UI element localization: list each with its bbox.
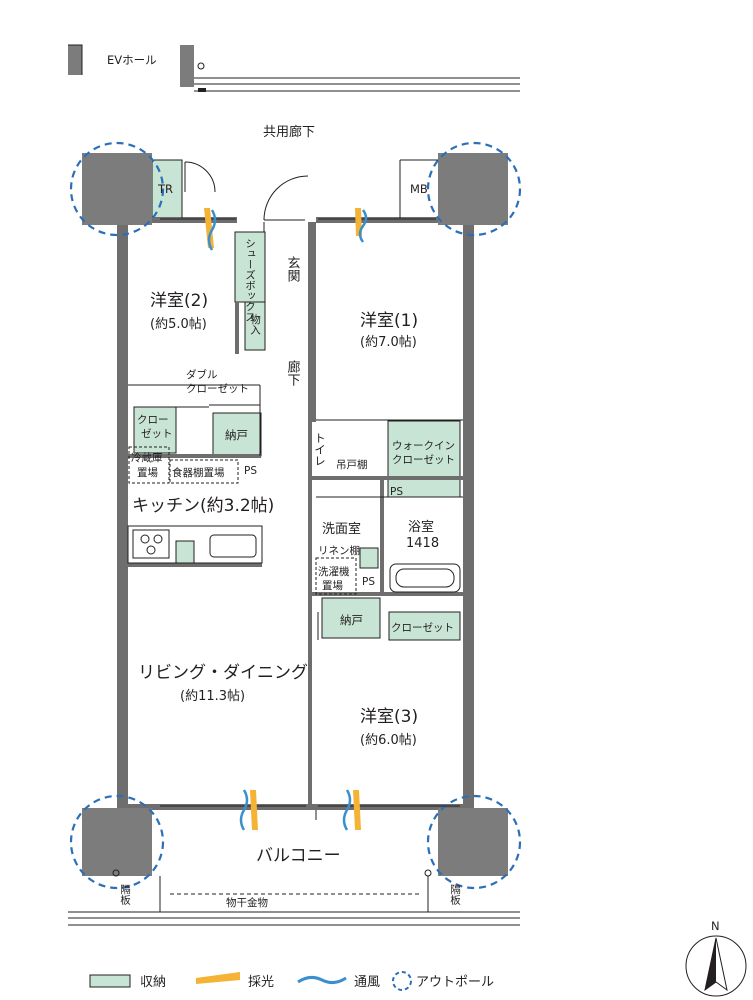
- nando-2-label: 納戸: [340, 613, 363, 627]
- western-room-3-size: (約6.0帖): [360, 733, 417, 748]
- balcony-label: バルコニー: [256, 846, 341, 866]
- fridge-line1: 冷蔵庫: [131, 451, 163, 464]
- north-compass: [685, 935, 747, 997]
- balcony-rails: [68, 869, 520, 926]
- entrance-door: [263, 175, 309, 232]
- closet-b-label: クローゼット: [391, 622, 454, 634]
- legend: [89, 971, 412, 991]
- legend-ventilation-label: 通風: [354, 975, 380, 990]
- partition-right-label: 隔板: [449, 884, 461, 906]
- legend-outpole-label: アウトポール: [416, 975, 494, 990]
- shoe-box-label: シューズボックス: [244, 238, 256, 322]
- washer-line1: 洗濯機: [318, 565, 350, 578]
- ps-lower-label: PS: [362, 576, 375, 588]
- washer-line2: 置場: [322, 579, 343, 592]
- ventilation-markers: [207, 209, 368, 831]
- windows: [160, 218, 460, 807]
- storage-areas: [133, 159, 461, 641]
- ev-hall-area: [68, 44, 520, 92]
- kitchen-counter: [132, 529, 257, 559]
- dish-shelf-label: 食器棚置場: [172, 466, 225, 479]
- legend-outpole-swatch: [392, 971, 412, 991]
- tr-mb-rooms: [181, 159, 438, 218]
- appliance-spaces: [128, 446, 357, 595]
- legend-daylight-label: 採光: [248, 975, 274, 990]
- washroom-label: 洗面室: [322, 521, 361, 537]
- closet-a-line1: クロー: [137, 414, 169, 426]
- pillars: [82, 153, 508, 876]
- ev-hall-label: EVホール: [107, 53, 157, 67]
- linen-shelf-label: リネン棚: [318, 544, 360, 557]
- entrance-label: 玄関: [285, 256, 301, 283]
- tr-label: TR: [157, 182, 173, 196]
- toilet-label: トイレ: [313, 432, 327, 467]
- partition-left-label: 隔板: [119, 884, 131, 906]
- bathroom-name: 浴室: [408, 519, 434, 535]
- legend-daylight-swatch: [196, 972, 240, 984]
- ps-wash-label: PS: [390, 486, 403, 498]
- legend-storage-label: 収納: [140, 975, 166, 990]
- bathtub: [389, 563, 461, 593]
- fridge-line2: 置場: [137, 466, 158, 479]
- north-label: N: [711, 919, 720, 933]
- hanging-shelf-label: 吊戸棚: [336, 458, 368, 471]
- double-closet-line2: クローゼット: [186, 383, 249, 395]
- double-closet-line1: ダブル: [186, 368, 218, 381]
- interior-lines: [127, 384, 463, 820]
- western-room-3-name: 洋室(3): [360, 707, 418, 727]
- nando-1-label: 納戸: [225, 428, 248, 442]
- closet-a-line2: ゼット: [141, 428, 173, 440]
- western-room-2-size: (約5.0帖): [150, 317, 207, 332]
- walkin-closet-line1: ウォークイン: [392, 440, 455, 452]
- western-room-1-name: 洋室(1): [360, 311, 418, 331]
- drying-rack-label: 物干金物: [226, 896, 268, 909]
- ps-kitchen-label: PS: [244, 465, 257, 477]
- western-room-1-size: (約7.0帖): [360, 335, 417, 350]
- daylight-markers: [204, 208, 362, 830]
- kitchen-label: キッチン(約3.2帖): [132, 496, 274, 516]
- western-room-2-name: 洋室(2): [150, 291, 208, 311]
- living-dining-name: リビング・ダイニング: [138, 663, 308, 683]
- outpole-circles: [69, 141, 522, 890]
- bathroom-size: 1418: [406, 536, 439, 551]
- storage-in-label: 物入: [249, 313, 261, 335]
- mb-label: MB: [410, 182, 428, 196]
- walls: [117, 217, 474, 810]
- living-dining-size: (約11.3帖): [180, 689, 245, 704]
- legend-storage-swatch: [89, 974, 131, 988]
- common-corridor-label: 共用廊下: [263, 124, 315, 140]
- hallway-label: 廊下: [285, 359, 301, 386]
- walkin-closet-line2: クローゼット: [392, 454, 455, 466]
- legend-ventilation-swatch: [297, 975, 347, 985]
